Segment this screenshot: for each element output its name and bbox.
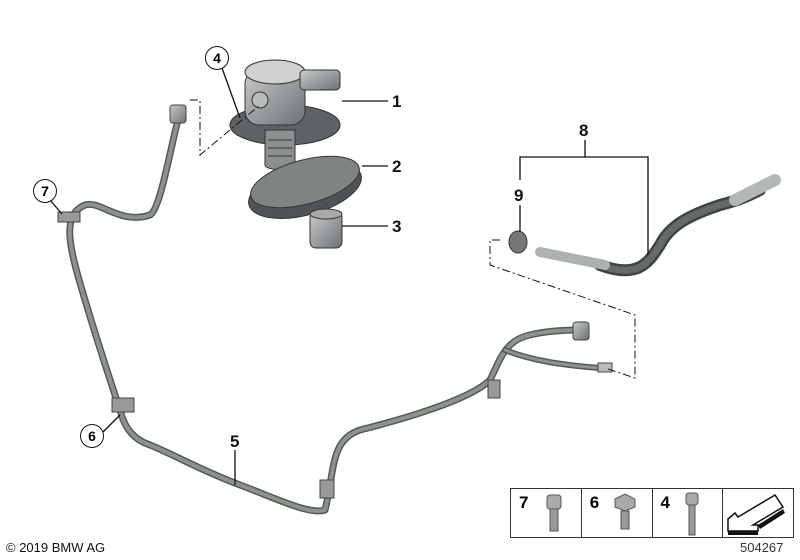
fastener-legend: 7 6 4 xyxy=(510,488,794,538)
legend-item-arrow xyxy=(723,489,793,537)
seal-ring-9 xyxy=(508,230,528,254)
callout-5: 5 xyxy=(230,432,240,451)
callout-8: 8 xyxy=(579,121,589,140)
pipe-nut xyxy=(169,104,187,124)
legend-number: 6 xyxy=(589,493,600,512)
legend-number: 7 xyxy=(519,493,529,512)
roller-tappet-3 xyxy=(309,208,343,249)
pipe-clamp xyxy=(111,397,135,413)
legend-item-6: 6 xyxy=(582,489,653,537)
callout-6: 6 xyxy=(80,424,104,448)
pipe-clamp xyxy=(319,479,335,499)
copyright: © 2019 BMW AG xyxy=(6,540,106,555)
pipe-bracket xyxy=(487,379,501,399)
callout-1: 1 xyxy=(392,92,402,111)
dashed-assembly-lines xyxy=(190,99,636,379)
socket-head-bolt-long-icon xyxy=(685,492,698,536)
callout-9: 9 xyxy=(514,186,524,205)
callout-2: 2 xyxy=(392,157,402,176)
fuel-hose-8 xyxy=(535,174,781,277)
leader-lines xyxy=(49,67,649,485)
socket-head-bolt-icon xyxy=(546,494,562,532)
mounting-flange-2 xyxy=(248,155,362,219)
legend-number: 4 xyxy=(660,493,670,512)
high-pressure-pump-1 xyxy=(229,59,341,170)
legend-item-7: 7 xyxy=(511,489,582,537)
pipe-nut xyxy=(572,321,590,341)
callout-7: 7 xyxy=(33,179,57,203)
pipe-bracket xyxy=(57,211,81,223)
arrow-direction-icon xyxy=(727,493,786,535)
image-number: 504267 xyxy=(740,540,784,555)
callout-4: 4 xyxy=(205,46,229,70)
pipe-connector xyxy=(597,362,613,373)
legend-item-4: 4 xyxy=(653,489,724,537)
callout-3: 3 xyxy=(392,217,402,236)
hex-flange-bolt-icon xyxy=(614,493,636,530)
